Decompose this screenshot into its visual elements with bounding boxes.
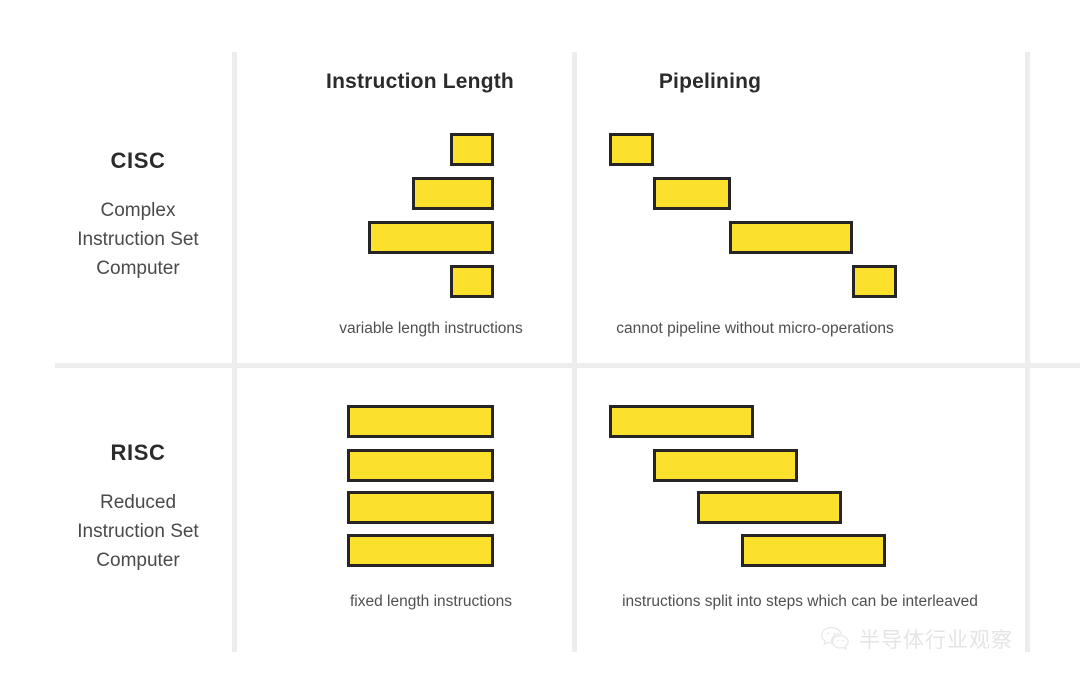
row-subtitle-risc-line-3: Computer [96,550,180,571]
instruction-bar [609,133,654,166]
grid-vertical-line-1 [232,52,237,652]
column-header-instruction-length: Instruction Length [326,70,514,93]
row-label-cisc: CISC Complex Instruction Set Computer [22,148,254,283]
column-header-pipelining: Pipelining [658,70,762,93]
instruction-bar [653,177,731,210]
instruction-bar [741,534,886,567]
watermark: 半导体行业观察 [820,624,1013,654]
wechat-icon [820,626,850,652]
row-label-risc: RISC Reduced Instruction Set Computer [22,440,254,575]
instruction-bar [653,449,798,482]
caption-risc-instruction-length: fixed length instructions [350,593,512,610]
caption-cisc-instruction-length: variable length instructions [339,320,523,337]
row-subtitle-cisc-line-3: Computer [96,258,180,279]
row-subtitle-cisc-line-2: Instruction Set [77,229,199,250]
instruction-bar [412,177,494,210]
instruction-bar [347,405,494,438]
row-title-cisc: CISC [110,148,166,173]
row-subtitle-cisc: Complex Instruction Set Computer [22,196,254,283]
instruction-bar [347,449,494,482]
row-subtitle-risc-line-1: Reduced [99,492,177,513]
instruction-bar [729,221,853,254]
instruction-bar [347,491,494,524]
row-subtitle-risc-line-2: Instruction Set [77,521,199,542]
instruction-bar [609,405,754,438]
instruction-bar [450,265,494,298]
instruction-bar [697,491,842,524]
instruction-bar [368,221,494,254]
row-subtitle-risc: Reduced Instruction Set Computer [22,488,254,575]
caption-risc-pipelining: instructions split into steps which can … [622,593,978,610]
instruction-bar [852,265,897,298]
grid-horizontal-line-1 [55,363,1080,368]
caption-cisc-pipelining: cannot pipeline without micro-operations [616,320,894,337]
watermark-text: 半导体行业观察 [859,629,1013,652]
instruction-bar [347,534,494,567]
grid-vertical-line-3 [1025,52,1030,652]
row-subtitle-cisc-line-1: Complex [100,200,176,221]
row-title-risc: RISC [110,440,166,465]
grid-vertical-line-2 [572,52,577,652]
instruction-bar [450,133,494,166]
